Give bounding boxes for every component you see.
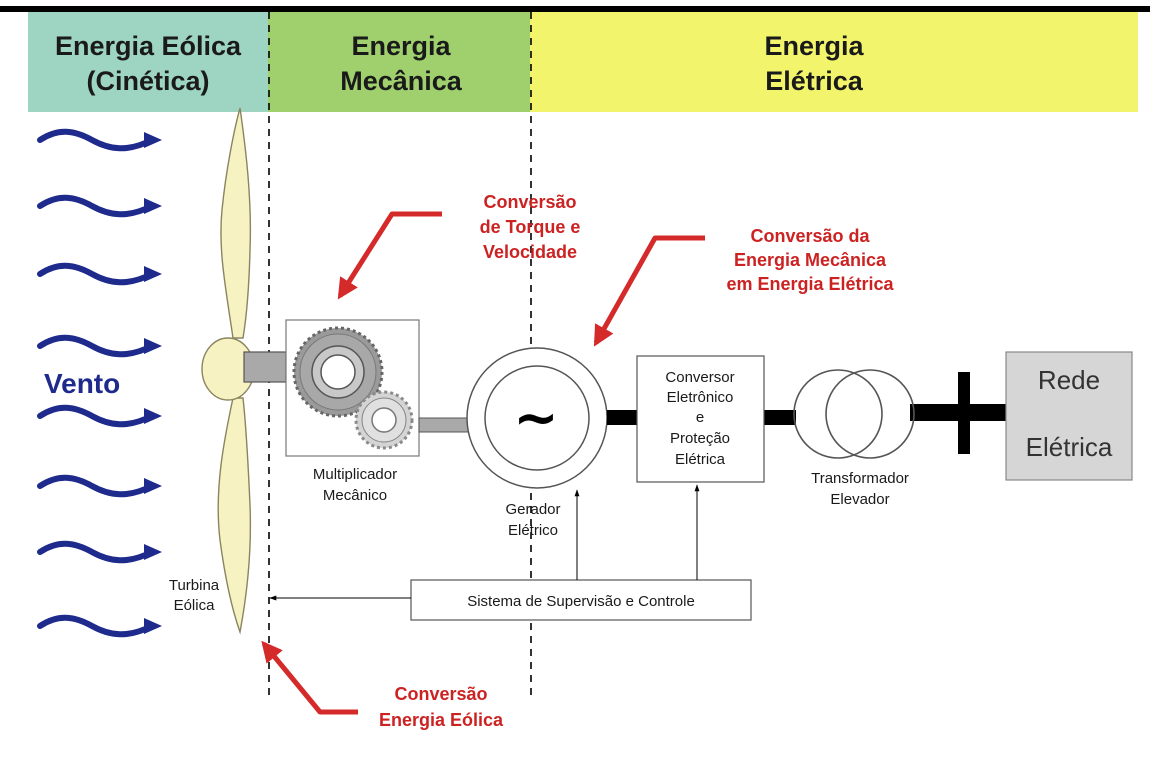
mech-elec-annotation-line1: Conversão da — [750, 226, 870, 246]
large-gear-icon — [292, 326, 384, 418]
wind-arrows — [40, 132, 162, 635]
transformer-label-line2: Elevador — [830, 491, 889, 508]
top-rule — [0, 6, 1150, 12]
eolic-annotation-line1: Conversão — [394, 684, 487, 704]
wind-arrow-icon — [40, 338, 162, 355]
wind-arrow-icon — [40, 266, 162, 283]
header-eletrica-line1: Energia — [764, 31, 864, 61]
header-mecanica-line2: Mecânica — [340, 66, 463, 96]
wind-arrow-icon — [40, 132, 162, 149]
header-eolica-line1: Energia Eólica — [55, 31, 242, 61]
grid-label-line1: Rede — [1038, 365, 1100, 395]
wind-arrow-icon — [40, 198, 162, 215]
transformer-icon — [793, 369, 915, 459]
generator-ac-icon: ~ — [513, 386, 558, 449]
wind-arrow-icon — [40, 408, 162, 425]
control-system-box — [410, 579, 752, 621]
turbine-blades-icon — [217, 107, 252, 635]
converter-box — [636, 355, 765, 483]
torque-conversion-arrow — [337, 211, 442, 300]
torque-annotation-line1: Conversão — [483, 192, 576, 212]
header-band-eletrica — [530, 12, 1138, 112]
grid-label-line2: Elétrica — [1026, 432, 1113, 462]
small-gear-icon — [354, 390, 414, 450]
header-eletrica-line2: Elétrica — [765, 66, 864, 96]
multiplier-label-line2: Mecânico — [323, 487, 387, 504]
wind-arrow-icon — [40, 618, 162, 635]
eolic-conversion-arrow — [261, 640, 358, 715]
grid-box — [1005, 351, 1133, 481]
generator-inner-ring — [484, 365, 590, 471]
generator-label-line2: Elétrico — [508, 522, 558, 539]
mech-elec-annotation-line3: em Energia Elétrica — [726, 274, 894, 294]
control-system-label: Sistema de Supervisão e Controle — [467, 593, 695, 610]
wind-label: Vento — [44, 368, 120, 399]
grid-breaker-bar — [958, 372, 970, 454]
torque-annotation-line2: de Torque e — [480, 217, 581, 237]
eolic-annotation-line2: Energia Eólica — [379, 710, 504, 730]
low-speed-shaft — [243, 351, 287, 383]
mech-elec-annotation-line2: Energia Mecânica — [734, 250, 887, 270]
header-band-eolica — [28, 12, 268, 112]
multiplier-label-line1: Multiplicador — [313, 466, 397, 483]
wind-arrow-icon — [40, 478, 162, 495]
converter-label-line5: Elétrica — [675, 451, 726, 468]
turbine-label-line2: Eólica — [174, 597, 216, 614]
converter-label-line3: e — [696, 409, 704, 426]
transformer-label-line1: Transformador — [811, 470, 909, 487]
torque-annotation-line3: Velocidade — [483, 242, 577, 262]
header-band-mecanica — [268, 12, 530, 112]
converter-label-line2: Eletrônico — [667, 389, 734, 406]
wind-arrow-icon — [40, 544, 162, 561]
power-line-conv-trafo — [764, 410, 796, 425]
header-mecanica-line1: Energia — [351, 31, 451, 61]
converter-label-line4: Proteção — [670, 430, 730, 447]
generator-label-line1: Gerador — [505, 501, 560, 518]
power-line-gen-conv — [607, 410, 637, 425]
header-eolica-line2: (Cinética) — [86, 66, 209, 96]
converter-label-line1: Conversor — [665, 369, 734, 386]
mech-elec-conversion-arrow — [593, 235, 705, 347]
turbine-label-line1: Turbina — [169, 577, 220, 594]
